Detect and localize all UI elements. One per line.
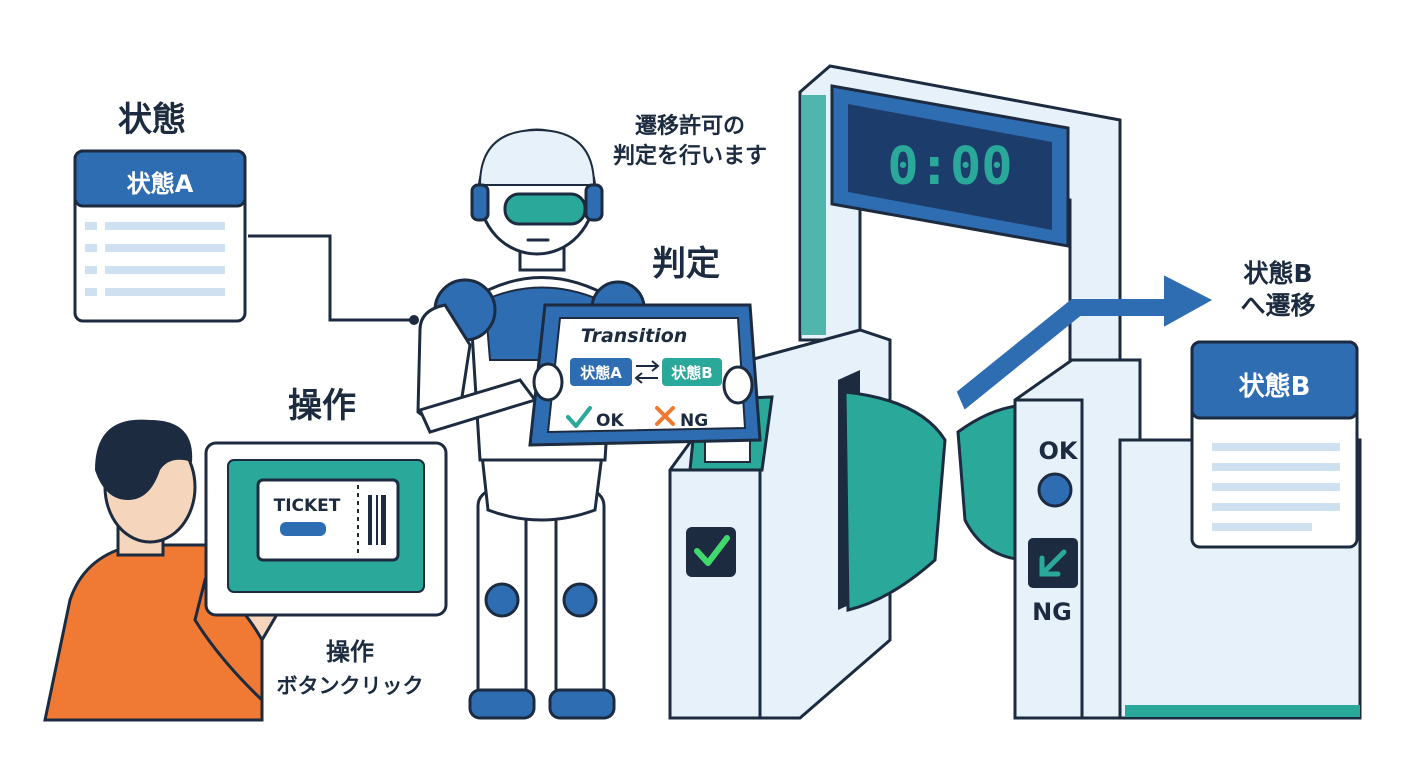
ticket-kiosk: TICKET xyxy=(204,441,448,617)
tablet-title: Transition xyxy=(581,325,688,347)
svg-text:状態B: 状態B xyxy=(671,364,712,382)
transition-label-line1: 状態B xyxy=(1243,259,1313,288)
arrow-down-left-icon xyxy=(1039,549,1067,577)
judgement-heading: 判定 xyxy=(652,244,720,284)
ticket-label: TICKET xyxy=(274,496,341,516)
connector-dot xyxy=(409,315,419,325)
robot-speech-line2: 判定を行います xyxy=(612,144,767,169)
gate-ng-label: NG xyxy=(1032,598,1072,626)
connector-line xyxy=(248,234,414,322)
gate-flap-left xyxy=(843,390,947,612)
state-a-title: 状態A xyxy=(126,170,194,198)
gate-right: OK NG xyxy=(956,358,1142,720)
tablet-ng-label: NG xyxy=(680,411,708,431)
tablet-from-state xyxy=(570,358,632,386)
check-icon xyxy=(566,406,592,428)
operation-caption: 操作 ボタンクリック xyxy=(255,635,445,703)
check-icon xyxy=(694,535,730,566)
operation-heading: 操作 xyxy=(288,386,356,426)
gate-arch: 0:00 xyxy=(798,64,1122,382)
swap-arrows-icon xyxy=(634,360,660,384)
gate-ok-indicator xyxy=(686,527,736,577)
tablet-to-state xyxy=(662,358,722,386)
cross-icon xyxy=(655,406,675,426)
transition-arrow-icon xyxy=(956,275,1213,410)
robot-speech: 遷移許可の 判定を行います xyxy=(600,112,780,172)
robot-speech-line1: 遷移許可の xyxy=(634,114,745,139)
operation-caption-line1: 操作 xyxy=(326,638,374,666)
gate-button[interactable] xyxy=(1037,472,1073,508)
state-b-title: 状態B xyxy=(1238,372,1311,402)
svg-text:状態A: 状態A xyxy=(580,364,622,382)
gate-ok-label: OK xyxy=(1039,437,1079,465)
transition-label: 状態B へ遷移 xyxy=(1208,258,1348,322)
display-time: 0:00 xyxy=(887,137,1012,197)
tablet-ok-label: OK xyxy=(596,411,624,431)
transition-tablet: Transition 状態A 状態B OK NG xyxy=(528,303,762,447)
state-a-panel xyxy=(73,149,247,323)
ticket-button[interactable] xyxy=(280,522,326,536)
state-b-panel xyxy=(1190,340,1359,549)
transition-label-line2: へ遷移 xyxy=(1240,291,1316,320)
operation-caption-line2: ボタンクリック xyxy=(276,674,424,698)
state-heading: 状態 xyxy=(118,100,186,140)
